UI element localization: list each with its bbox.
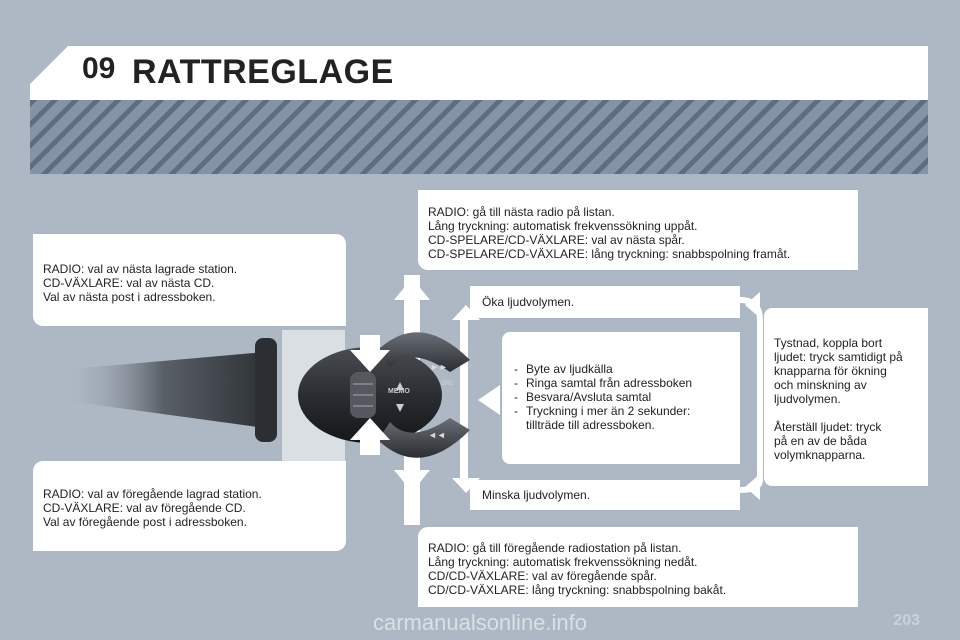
text-line: Lång tryckning: automatisk frekvenssökni… [428,219,698,233]
next-track-box: RADIO: gå till nästa radio på listan. Lå… [418,190,858,270]
steering-control-illustration [60,275,763,525]
watermark: carmanualsonline.info [372,610,588,635]
memo-label: MEMO [388,388,410,395]
prev-track-box: RADIO: gå till föregående radiostation p… [418,527,858,607]
header-band [30,46,928,100]
text-line: RADIO: gå till föregående radiostation p… [428,541,682,555]
text-line: RADIO: gå till nästa radio på listan. [428,205,615,219]
text-line: Val av föregående post i adressboken. [43,515,247,529]
text-line: Lång tryckning: automatisk frekvenssökni… [428,555,698,569]
next-track-icon: ►► [430,362,448,372]
text-line: CD-VÄXLARE: val av föregående CD. [43,501,246,515]
text-line: Val av nästa post i adressboken. [43,290,216,304]
source-function-list: Byte av ljudkälla Ringa samtal från adre… [512,362,730,432]
text-line: CD-SPELARE/CD-VÄXLARE: val av nästa spår… [428,233,685,247]
source-button-box: Byte av ljudkälla Ringa samtal från adre… [502,332,740,464]
chapter-number: 09 [82,52,116,85]
next-station-box: RADIO: val av nästa lagrade station. CD-… [33,234,346,326]
list-item: Besvara/Avsluta samtal [512,390,730,404]
volume-down-box: Minska ljudvolymen. [470,480,740,510]
text-line: ljudet: tryck samtidigt på [774,350,903,364]
prev-track-icon: ◄◄ [428,430,446,440]
text-line: CD/CD-VÄXLARE: val av föregående spår. [428,569,657,583]
text-line: ljudvolymen. [774,392,841,406]
text-line: Återställ ljudet: tryck [774,420,882,434]
text-line: CD-SPELARE/CD-VÄXLARE: lång tryckning: s… [428,247,791,261]
page-number: 203 [893,612,920,629]
text-line: på en av de båda [774,434,867,448]
text-line: CD-VÄXLARE: val av nästa CD. [43,276,215,290]
mute-box: Tystnad, koppla bort ljudet: tryck samti… [764,308,928,486]
page-title: RATTREGLAGE [132,53,394,91]
src-label: SRC [441,381,454,387]
text-line: RADIO: val av nästa lagrade station. [43,262,238,276]
volume-up-box: Öka ljudvolymen. [470,286,740,318]
striped-banner [30,100,928,174]
list-item: Ringa samtal från adressboken [512,376,730,390]
list-item: Byte av ljudkälla [512,362,730,376]
text-line: och minskning av [774,378,867,392]
spacer [774,406,918,420]
text-line: knapparna för ökning [774,364,887,378]
text-line: RADIO: val av föregående lagrad station. [43,487,262,501]
list-item: Tryckning i mer än 2 sekunder: tillträde… [512,404,730,432]
text-line: Tystnad, koppla bort [774,336,883,350]
text-line: CD/CD-VÄXLARE: lång tryckning: snabbspol… [428,583,727,597]
prev-station-box: RADIO: val av föregående lagrad station.… [33,461,346,551]
text-line: volymknapparna. [774,448,866,462]
